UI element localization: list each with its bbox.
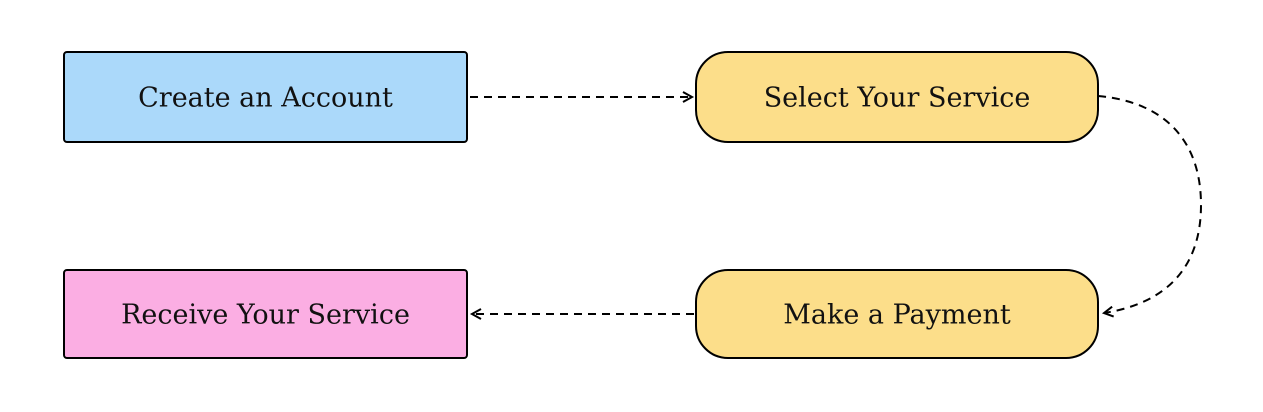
node-create-account-shape — [63, 51, 468, 143]
node-receive-service-shape — [63, 269, 468, 359]
node-make-payment-label: Make a Payment — [783, 300, 1011, 331]
node-create-account-label: Create an Account — [138, 83, 393, 114]
edge-select-service-to-make-payment — [1097, 95, 1203, 318]
node-select-service-shape — [695, 51, 1099, 143]
node-make-payment: Make a Payment — [695, 269, 1099, 359]
node-select-service-label: Select Your Service — [764, 83, 1031, 114]
edges-layer — [469, 91, 1203, 320]
node-receive-service-label: Receive Your Service — [121, 300, 410, 331]
node-create-account: Create an Account — [63, 51, 468, 143]
node-select-service: Select Your Service — [695, 51, 1099, 143]
node-receive-service: Receive Your Service — [63, 269, 468, 359]
node-make-payment-shape — [695, 269, 1099, 359]
